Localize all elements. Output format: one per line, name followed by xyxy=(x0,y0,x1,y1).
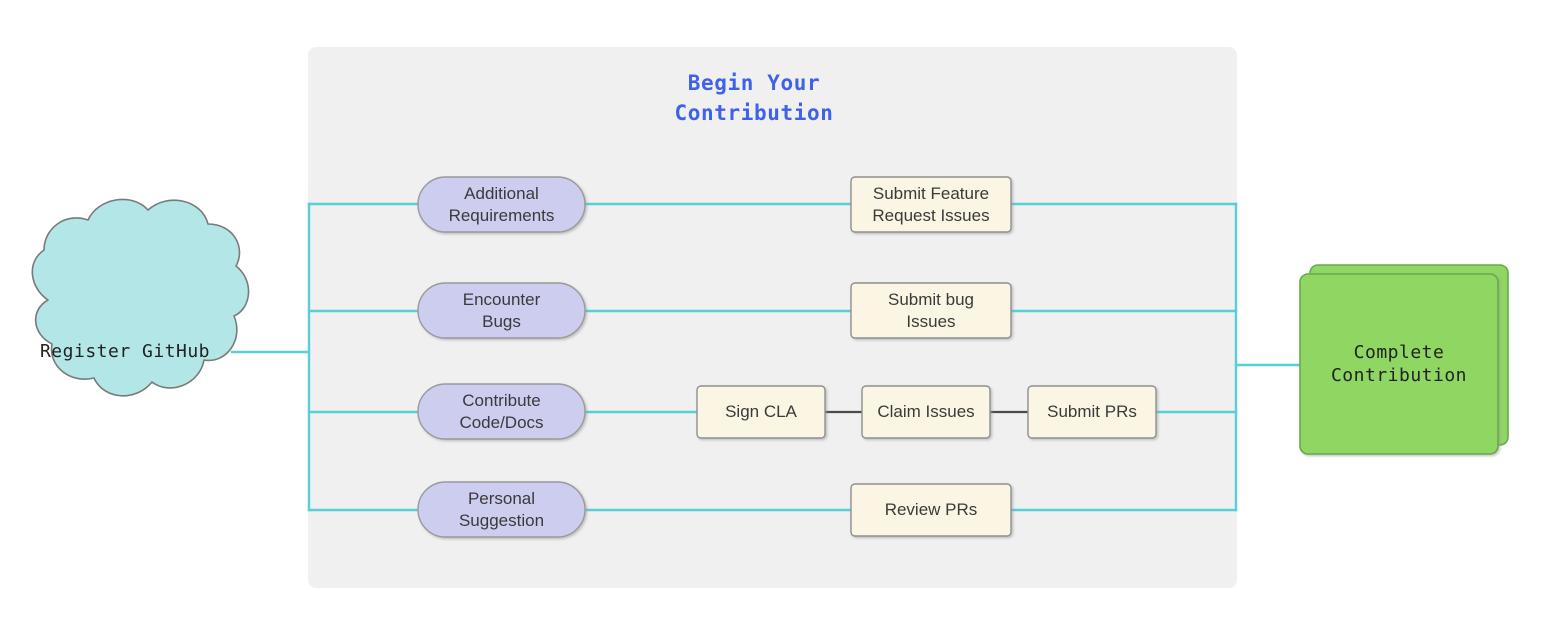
branch-shapes xyxy=(417,176,586,538)
shape-personal-suggestion[interactable] xyxy=(417,481,586,538)
shape-additional-requirements[interactable] xyxy=(417,176,586,233)
complete-contribution-card-shape[interactable] xyxy=(1299,264,1509,455)
shape-review-prs[interactable] xyxy=(850,483,1012,537)
action-shapes xyxy=(696,176,1157,537)
card-front-layer xyxy=(1299,273,1499,455)
shape-submit-prs[interactable] xyxy=(1027,385,1157,439)
connector-lines xyxy=(230,202,1302,512)
shape-submit-bug-issues[interactable] xyxy=(850,282,1012,339)
shape-encounter-bugs[interactable] xyxy=(417,282,586,339)
shape-sign-cla[interactable] xyxy=(696,385,826,439)
register-github-cloud-shape[interactable] xyxy=(31,198,250,397)
shape-submit-feature-request-issues[interactable] xyxy=(850,176,1012,233)
shape-claim-issues[interactable] xyxy=(861,385,991,439)
diagram-title: Begin Your Contribution xyxy=(674,71,834,126)
shape-contribute-code-docs[interactable] xyxy=(417,383,586,440)
